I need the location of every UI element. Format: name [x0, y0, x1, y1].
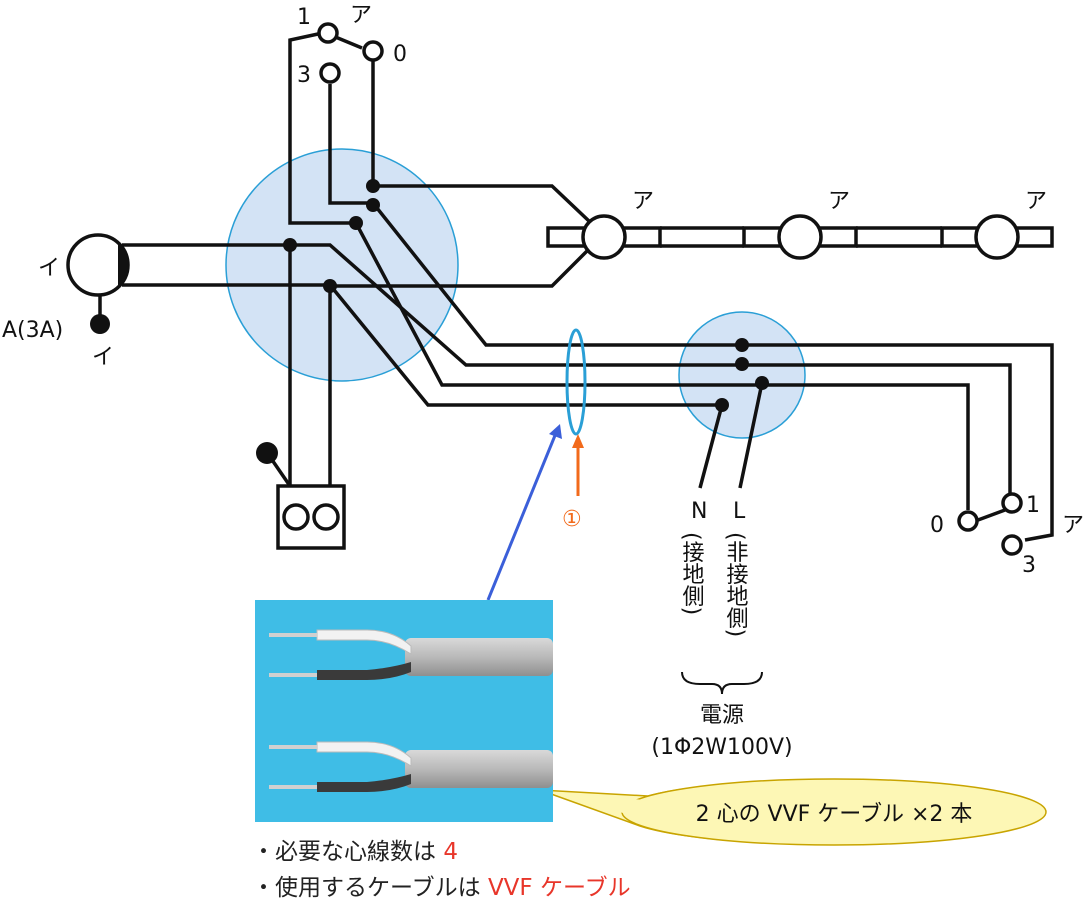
wire-switch-top-1 [288, 32, 356, 225]
switch-right-label-1: 1 [1026, 493, 1040, 518]
junction-dots [283, 179, 769, 412]
wire-power-n [698, 404, 724, 489]
switch-top-label-1: 1 [297, 5, 311, 30]
wire-lamp-bottom [330, 246, 592, 288]
breaker-rating: A(3A) [2, 318, 63, 343]
junction-box-left [225, 148, 459, 382]
switch-right-label-0: 0 [930, 513, 944, 538]
lamp-2-mark: ア [828, 189, 850, 214]
switch-right-terminal-1 [1001, 492, 1023, 514]
power-l-letter: L [733, 499, 746, 524]
wire-lamp-top [373, 184, 592, 224]
power-title: 電源 [700, 703, 744, 728]
cable-2 [269, 741, 553, 792]
pointer-arrow [486, 424, 562, 601]
switch-right-mark: ア [1062, 513, 1084, 538]
wire-neutral [328, 283, 722, 407]
lamp-2 [777, 214, 823, 260]
note-cable-type: ・使用するケーブルは VVF ケーブル [252, 868, 631, 902]
lamp-row [546, 214, 1054, 260]
wire-traveller-2 [354, 222, 970, 510]
switch-top-terminal-3 [319, 62, 341, 84]
cable-1 [269, 629, 553, 680]
power-brace [681, 671, 763, 695]
callout-arrow [572, 434, 584, 496]
switch-right-terminal-3 [1001, 534, 1023, 556]
switch-top-label-mark: ア [350, 3, 372, 28]
switch-top-terminal-1 [317, 22, 339, 44]
receptacle [276, 484, 346, 550]
note-core-count-text: ・必要な心線数は [252, 839, 444, 865]
wire-switch-top-3 [328, 84, 373, 205]
note-core-count: ・必要な心線数は 4 [252, 832, 458, 866]
power-n-side: (接地側) [679, 532, 705, 615]
switch-top-label-0: 0 [393, 42, 407, 67]
note-cable-type-value: VVF ケーブル [487, 875, 631, 901]
callout-number: ① [562, 507, 582, 532]
power-spec: (1Φ2W100V) [651, 735, 792, 760]
lamp-1-mark: ア [632, 189, 654, 214]
cable-bubble [539, 778, 1047, 846]
note-core-count-value: 4 [443, 839, 458, 865]
switch-right-lever [977, 508, 1006, 522]
ground-dot [256, 442, 278, 464]
wire-pilot-top [122, 243, 1012, 497]
power-n-letter: N [691, 499, 707, 524]
switch-top-lever [332, 34, 363, 50]
pilot-lamp-mark: イ [38, 256, 60, 281]
pilot-lamp [66, 233, 130, 297]
switch-right-label-3: 3 [1022, 553, 1036, 578]
switch-top-terminal-0 [362, 40, 384, 62]
bubble-text: 2 心の VVF ケーブル ×2 本 [696, 802, 973, 827]
lamp-3-mark: ア [1025, 189, 1047, 214]
lamp-1 [581, 214, 627, 260]
note-cable-type-text: ・使用するケーブルは [252, 875, 488, 901]
cable-callout-loop [565, 328, 587, 436]
wire-power-l [738, 382, 764, 489]
switch-top-label-3: 3 [297, 63, 311, 88]
lamp-3 [974, 214, 1020, 260]
junction-box-right [678, 311, 806, 439]
breaker-mark: イ [92, 345, 114, 370]
cable-photo [255, 600, 553, 822]
switch-terminals [317, 22, 1023, 556]
cable-photo-drawing [269, 629, 553, 792]
power-l-side: (非接地側) [723, 532, 749, 637]
wire-traveller-1 [371, 201, 1054, 542]
breaker-dot [90, 314, 110, 334]
switch-right-terminal-0 [957, 510, 979, 532]
